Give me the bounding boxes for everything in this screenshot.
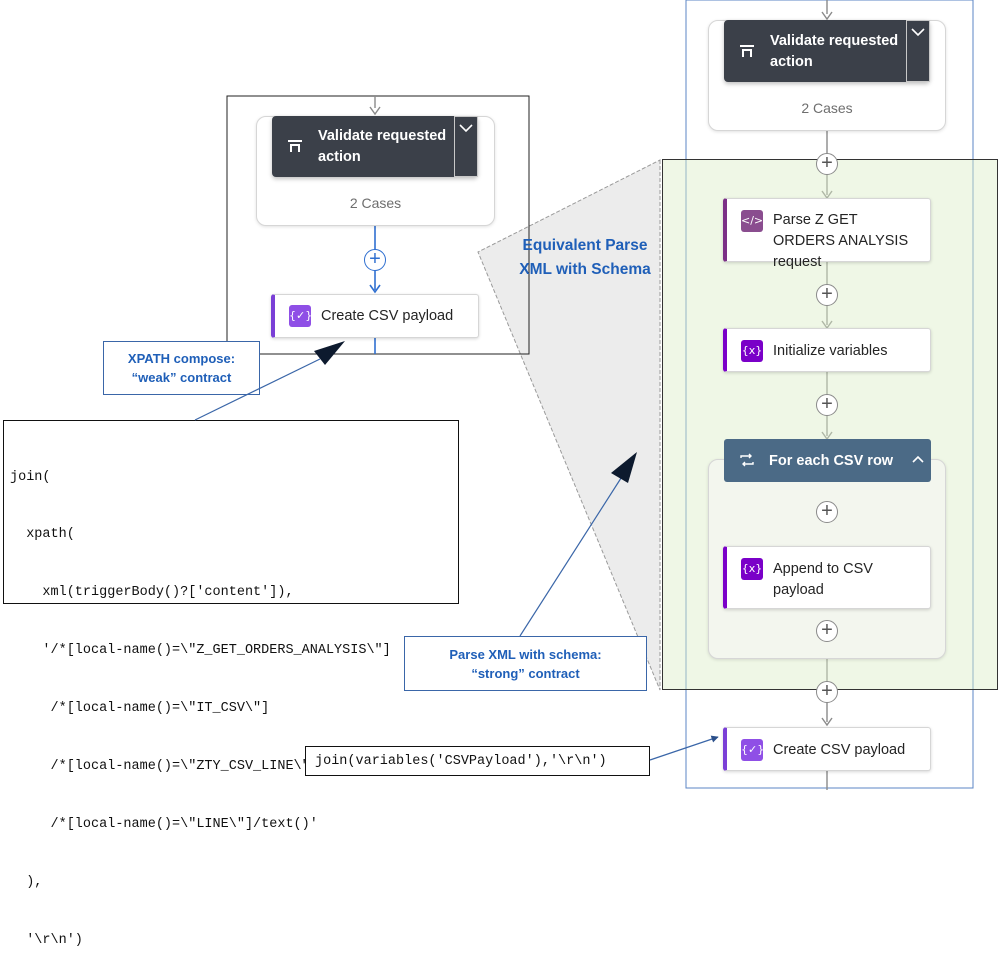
code-line: /*[local-name()=\"IT_CSV\"]	[10, 701, 270, 717]
expand-toggle[interactable]	[454, 116, 478, 177]
insert-step-button[interactable]: +	[816, 681, 838, 703]
left-panel-frame	[226, 95, 530, 355]
equivalent-parse-label: Equivalent Parse XML with Schema	[500, 234, 670, 282]
expand-toggle[interactable]	[906, 20, 930, 82]
code-line: xml(triggerBody()?['content']),	[10, 585, 294, 601]
schema-callout-line1: Parse XML with schema:	[449, 647, 602, 662]
xpath-code-block: join( xpath( xml(triggerBody()?['content…	[3, 420, 459, 948]
insert-step-button[interactable]: +	[816, 153, 838, 175]
equivalent-line2: XML with Schema	[519, 261, 651, 278]
action-label: Create CSV payload	[321, 308, 454, 324]
action-label: Append to CSV payload	[773, 561, 873, 598]
insert-step-button[interactable]: +	[816, 284, 838, 306]
equivalent-line1: Equivalent Parse	[522, 237, 648, 254]
parse-xml-action[interactable]: </> Parse Z GET ORDERS ANALYSIS request	[723, 198, 931, 270]
compose-icon: {✓}	[741, 739, 764, 761]
schema-callout-line2: “strong” contract	[471, 666, 580, 681]
insert-step-button[interactable]: +	[816, 394, 838, 416]
action-label: Create CSV payload	[773, 742, 906, 758]
left-create-csv-action[interactable]: {✓} Create CSV payload	[271, 294, 479, 338]
cases-count: 2 Cases	[349, 195, 402, 211]
code-line: ),	[10, 874, 43, 890]
switch-icon	[740, 45, 754, 57]
chevron-down-icon	[911, 28, 925, 37]
join-code-block: join(variables('CSVPayload'),'\r\n')	[305, 746, 650, 776]
loop-icon	[740, 453, 754, 467]
xpath-callout-line1: XPATH compose:	[127, 351, 236, 366]
compose-icon: {✓}	[289, 305, 312, 327]
cases-count: 2 Cases	[801, 100, 853, 116]
insert-step-button[interactable]: +	[816, 620, 838, 642]
chevron-up-icon[interactable]	[910, 451, 926, 467]
right-panel-frame	[685, 0, 974, 789]
code-line: join(	[10, 469, 51, 485]
xpath-callout: XPATH compose: “weak” contract	[103, 341, 260, 395]
foreach-header[interactable]: For each CSV row	[724, 439, 931, 482]
code-line: '\r\n')	[10, 932, 83, 948]
action-label: Initialize variables	[773, 343, 888, 359]
right-validate-header[interactable]: Validate requested action	[724, 20, 930, 82]
code-line: /*[local-name()=\"LINE\"]/text()'	[10, 816, 318, 832]
switch-icon	[288, 140, 302, 152]
variable-icon: {x}	[741, 340, 763, 362]
action-label: Parse Z GET ORDERS ANALYSIS request	[773, 212, 909, 270]
foreach-title: For each CSV row	[769, 453, 894, 469]
initialize-variables-action[interactable]: {x} Initialize variables	[723, 328, 931, 372]
xml-icon: </>	[741, 210, 763, 232]
schema-callout: Parse XML with schema: “strong” contract	[404, 636, 647, 691]
code-line: '/*[local-name()=\"Z_GET_ORDERS_ANALYSIS…	[10, 643, 391, 659]
right-create-csv-action[interactable]: {✓} Create CSV payload	[723, 727, 931, 771]
left-validate-header[interactable]: Validate requested action	[272, 116, 478, 177]
validate-title: Validate requested action	[318, 128, 447, 165]
insert-step-button[interactable]: +	[816, 501, 838, 523]
code-line: xpath(	[10, 527, 75, 543]
append-csv-action[interactable]: {x} Append to CSV payload	[723, 546, 931, 609]
code-line: /*[local-name()=\"ZTY_CSV_LINE\"]	[10, 759, 318, 775]
validate-title: Validate requested action	[770, 33, 899, 70]
chevron-down-icon	[459, 124, 473, 133]
left-insert-step-button[interactable]: +	[364, 249, 386, 271]
xpath-callout-line2: “weak” contract	[131, 370, 232, 385]
variable-icon: {x}	[741, 558, 763, 580]
